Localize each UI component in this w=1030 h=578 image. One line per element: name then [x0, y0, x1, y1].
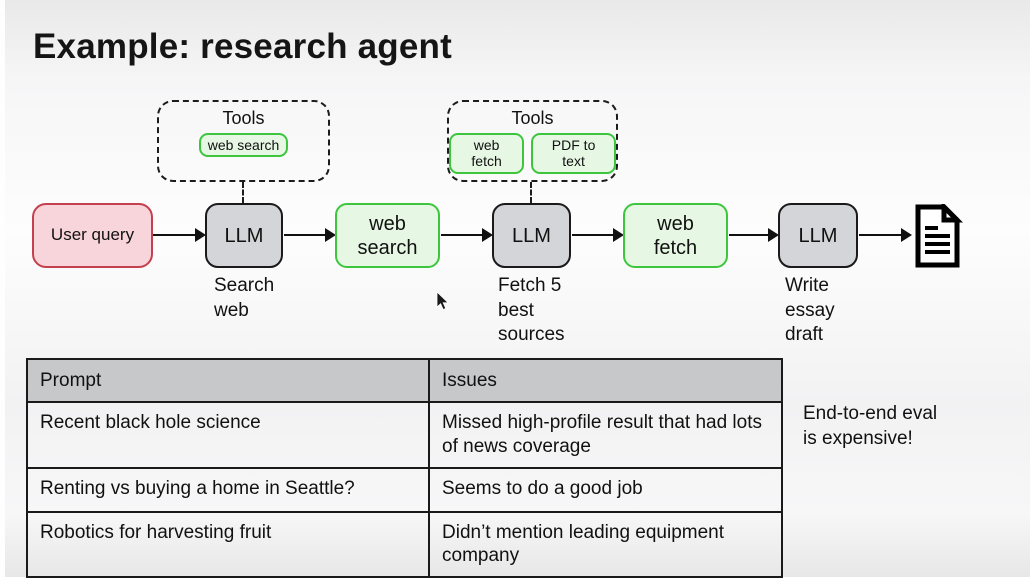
page-title: Example: research agent	[33, 27, 452, 66]
document-icon	[911, 200, 964, 273]
llm-caption-search-web: Search web	[214, 275, 275, 321]
tools-group-search: Tools web search	[157, 100, 330, 182]
flow-arrow	[153, 227, 206, 243]
issue-cell: Seems to do a good job	[428, 466, 783, 513]
slide-left-margin	[0, 0, 5, 577]
node-user-query: User query	[32, 203, 153, 268]
tools-to-llm-connector	[530, 182, 532, 203]
flow-arrow	[859, 227, 912, 243]
node-label: LLM	[798, 224, 838, 247]
tools-group-label: Tools	[222, 108, 265, 128]
table-row: Renting vs buying a home in Seattle? See…	[26, 466, 783, 513]
table-row: Recent black hole science Missed high-pr…	[26, 401, 783, 469]
mouse-cursor-icon	[436, 291, 450, 317]
llm-caption-fetch-sources: Fetch 5 best sources	[498, 275, 565, 346]
node-web-fetch: web fetch	[623, 203, 728, 268]
table-row: Robotics for harvesting fruit Didn’t men…	[26, 510, 783, 578]
flow-arrow	[284, 227, 336, 243]
prompt-cell: Robotics for harvesting fruit	[26, 510, 430, 578]
node-label: web fetch	[653, 212, 698, 259]
node-web-search: web search	[335, 203, 440, 268]
end-to-end-eval-note: End-to-end eval is expensive!	[803, 403, 938, 449]
node-label: LLM	[512, 224, 551, 247]
node-label: User query	[50, 225, 135, 245]
tools-chip-row: web fetch PDF to text	[449, 132, 616, 175]
flow-arrow	[441, 227, 493, 243]
column-header-prompt: Prompt	[26, 358, 430, 403]
llm-caption-write-essay: Write essay draft	[785, 275, 835, 346]
node-label: web search	[357, 212, 418, 259]
node-llm-3: LLM	[778, 203, 858, 268]
node-llm-2: LLM	[492, 203, 571, 268]
prompt-issues-table: Prompt Issues Recent black hole science …	[26, 358, 783, 578]
node-label: LLM	[224, 224, 264, 247]
issue-cell: Missed high-profile result that had lots…	[428, 401, 783, 469]
tool-chip-web-search: web search	[198, 132, 289, 158]
tools-chip-row: web search	[198, 132, 289, 158]
flow-arrow	[729, 227, 779, 243]
prompt-cell: Recent black hole science	[26, 401, 430, 469]
node-llm-1: LLM	[205, 203, 283, 268]
table-header-row: Prompt Issues	[26, 358, 783, 403]
flow-arrow	[572, 227, 624, 243]
tools-group-fetch: Tools web fetch PDF to text	[447, 100, 618, 182]
column-header-issues: Issues	[428, 358, 783, 403]
tool-chip-web-fetch: web fetch	[449, 132, 525, 175]
tools-to-llm-connector	[242, 182, 244, 203]
prompt-cell: Renting vs buying a home in Seattle?	[26, 466, 430, 513]
tools-group-label: Tools	[511, 108, 554, 128]
issue-cell: Didn’t mention leading equipment company	[428, 510, 783, 578]
tool-chip-pdf-to-text: PDF to text	[531, 132, 616, 175]
